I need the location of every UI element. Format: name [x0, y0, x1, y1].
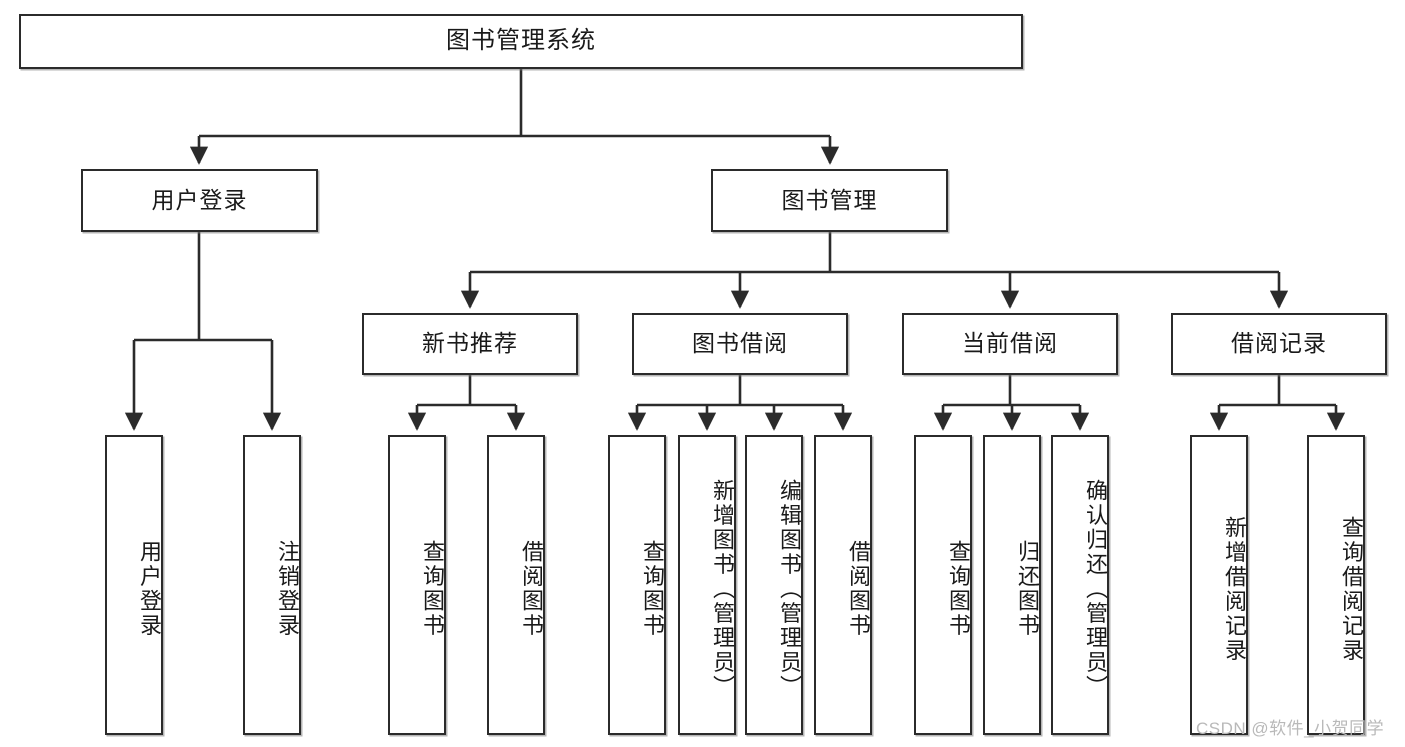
node-leaf-query-record[interactable]: 查询借阅记录 — [1307, 435, 1365, 735]
node-leaf-add-record[interactable]: 新增借阅记录 — [1190, 435, 1248, 735]
node-leaf-edit-book-label: 编辑图书（管理员） — [777, 478, 802, 700]
node-leaf-return-book[interactable]: 归还图书 — [983, 435, 1041, 735]
node-leaf-query-record-label: 查询借阅记录 — [1339, 515, 1364, 663]
node-book-borrow-label: 图书借阅 — [692, 330, 788, 357]
csdn-watermark: CSDN @软件_小贺同学 — [1196, 719, 1385, 738]
node-leaf-add-book-label: 新增图书（管理员） — [710, 478, 735, 700]
node-leaf-add-record-label: 新增借阅记录 — [1222, 515, 1247, 663]
node-leaf-query-book-2-label: 查询图书 — [640, 540, 665, 638]
node-leaf-confirm-return[interactable]: 确认归还（管理员） — [1051, 435, 1109, 735]
node-leaf-borrow-book-1[interactable]: 借阅图书 — [487, 435, 545, 735]
node-leaf-query-book-1-label: 查询图书 — [420, 540, 445, 638]
node-leaf-confirm-return-label: 确认归还（管理员） — [1083, 478, 1108, 700]
node-leaf-query-book-2[interactable]: 查询图书 — [608, 435, 666, 735]
node-current-borrow-label: 当前借阅 — [962, 330, 1058, 357]
node-leaf-edit-book[interactable]: 编辑图书（管理员） — [745, 435, 803, 735]
node-root-label: 图书管理系统 — [446, 27, 596, 55]
node-leaf-query-book-1[interactable]: 查询图书 — [388, 435, 446, 735]
node-book-borrow[interactable]: 图书借阅 — [632, 313, 848, 375]
node-root[interactable]: 图书管理系统 — [19, 14, 1023, 69]
node-borrow-record-label: 借阅记录 — [1231, 330, 1327, 357]
node-leaf-add-book[interactable]: 新增图书（管理员） — [678, 435, 736, 735]
node-leaf-borrow-book-1-label: 借阅图书 — [519, 540, 544, 638]
node-leaf-query-book-3[interactable]: 查询图书 — [914, 435, 972, 735]
node-user-login[interactable]: 用户登录 — [81, 169, 318, 232]
node-leaf-query-book-3-label: 查询图书 — [946, 540, 971, 638]
node-borrow-record[interactable]: 借阅记录 — [1171, 313, 1387, 375]
node-book-manage-label: 图书管理 — [781, 186, 878, 213]
node-new-book-recommend-label: 新书推荐 — [422, 330, 518, 357]
node-leaf-user-login-label: 用户登录 — [137, 540, 162, 638]
node-leaf-return-book-label: 归还图书 — [1015, 540, 1040, 638]
node-leaf-borrow-book-2-label: 借阅图书 — [846, 540, 871, 638]
node-book-manage[interactable]: 图书管理 — [711, 169, 948, 232]
node-new-book-recommend[interactable]: 新书推荐 — [362, 313, 578, 375]
node-leaf-logout[interactable]: 注销登录 — [243, 435, 301, 735]
node-current-borrow[interactable]: 当前借阅 — [902, 313, 1118, 375]
node-leaf-user-login[interactable]: 用户登录 — [105, 435, 163, 735]
node-user-login-label: 用户登录 — [151, 186, 248, 213]
node-leaf-borrow-book-2[interactable]: 借阅图书 — [814, 435, 872, 735]
node-leaf-logout-label: 注销登录 — [275, 540, 300, 638]
